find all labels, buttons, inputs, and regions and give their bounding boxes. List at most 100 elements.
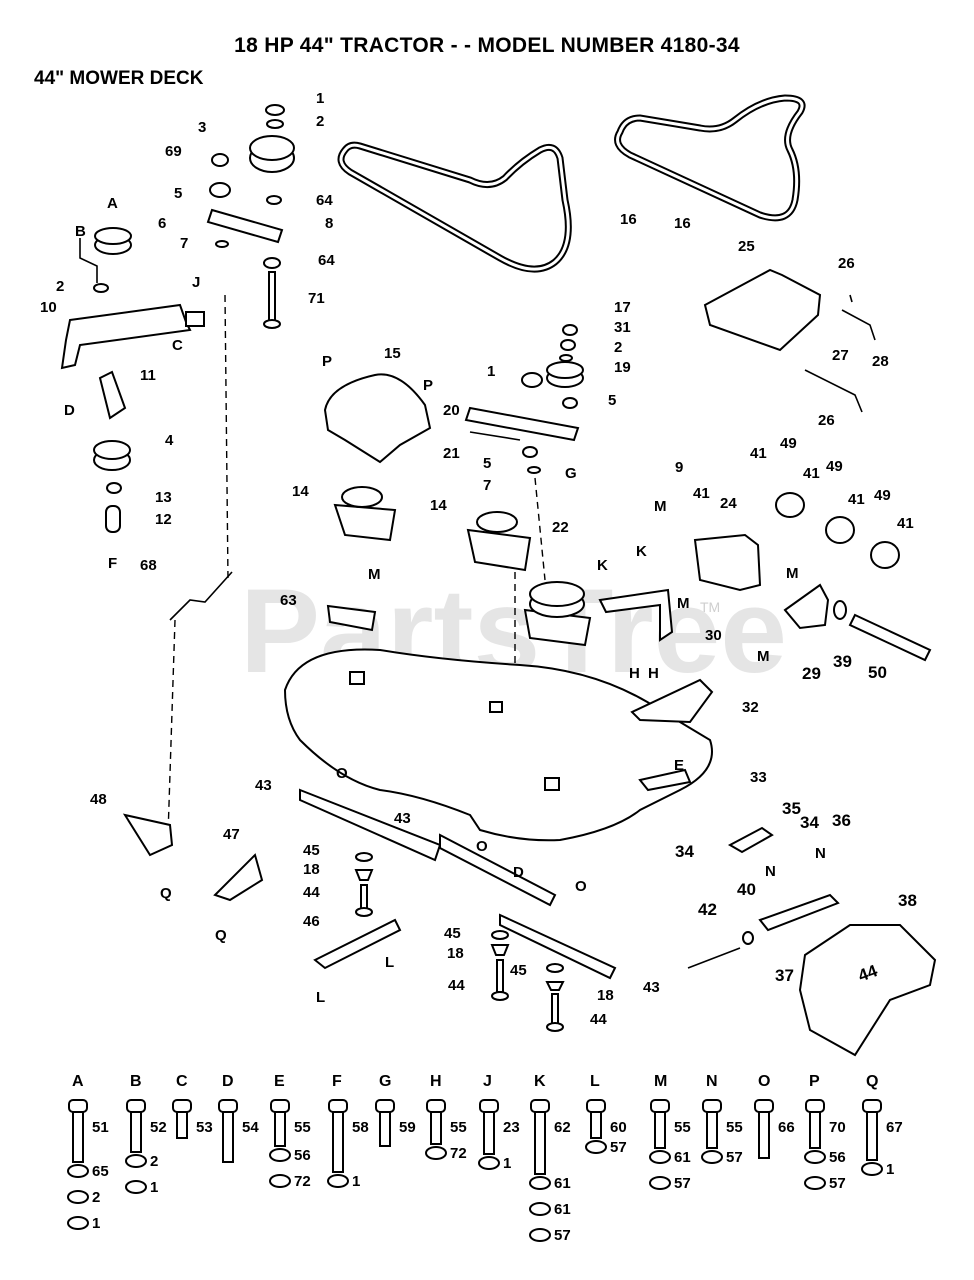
- bracket-47[interactable]: [213, 853, 264, 902]
- spacer-12[interactable]: [105, 505, 121, 533]
- spacer-64b[interactable]: [263, 257, 281, 269]
- callout-41b[interactable]: 41: [803, 465, 820, 482]
- spindle-stack-center[interactable]: [490, 930, 510, 1001]
- spacer-64[interactable]: [266, 195, 282, 205]
- callout-32[interactable]: 32: [742, 699, 759, 716]
- hardware-d[interactable]: D54: [222, 1073, 259, 1136]
- washer-7[interactable]: [215, 240, 229, 248]
- bracket-35[interactable]: [727, 826, 774, 854]
- pulley-14-right[interactable]: [466, 511, 532, 572]
- bracket-46[interactable]: [313, 918, 402, 970]
- callout-43a[interactable]: 43: [255, 777, 272, 794]
- callout-letter-m1[interactable]: M: [654, 498, 667, 515]
- part-69[interactable]: [211, 153, 229, 167]
- callout-letter-n1[interactable]: N: [815, 845, 826, 862]
- callout-37[interactable]: 37: [775, 966, 794, 985]
- callout-1[interactable]: 1: [316, 90, 324, 107]
- callout-5b[interactable]: 5: [608, 392, 616, 409]
- callout-letter-o2[interactable]: O: [476, 838, 488, 855]
- housing-24[interactable]: [693, 533, 762, 592]
- callout-68[interactable]: 68: [140, 557, 157, 574]
- bracket-30[interactable]: [598, 588, 674, 642]
- callout-letter-m4[interactable]: M: [786, 565, 799, 582]
- callout-letter-p2[interactable]: P: [423, 377, 433, 394]
- callout-63[interactable]: 63: [280, 592, 297, 609]
- callout-letter-l1[interactable]: L: [385, 954, 394, 971]
- shaft-50[interactable]: [848, 613, 932, 662]
- callout-16-right[interactable]: 16: [674, 215, 691, 232]
- hardware-part-number[interactable]: 57: [554, 1227, 571, 1244]
- washer-2b[interactable]: [93, 283, 109, 293]
- bracket-10[interactable]: [60, 303, 205, 370]
- hardware-part-number[interactable]: 66: [778, 1119, 795, 1136]
- callout-letter-g[interactable]: G: [565, 465, 577, 482]
- callout-letter-n2[interactable]: N: [765, 863, 776, 880]
- hardware-part-number[interactable]: 2: [92, 1189, 100, 1206]
- callout-letter-h2[interactable]: H: [648, 665, 659, 682]
- callout-48[interactable]: 48: [90, 791, 107, 808]
- callout-21[interactable]: 21: [443, 445, 460, 462]
- callout-26b[interactable]: 26: [818, 412, 835, 429]
- callout-letter-q2[interactable]: Q: [215, 927, 227, 944]
- callout-46[interactable]: 46: [303, 913, 320, 930]
- callout-5c[interactable]: 5: [483, 455, 491, 472]
- hardware-part-number[interactable]: 1: [886, 1161, 894, 1178]
- hardware-part-number[interactable]: 56: [829, 1149, 846, 1166]
- hardware-part-number[interactable]: 54: [242, 1119, 259, 1136]
- callout-letter-q1[interactable]: Q: [160, 885, 172, 902]
- hardware-c[interactable]: C53: [176, 1073, 213, 1136]
- hardware-part-number[interactable]: 58: [352, 1119, 369, 1136]
- callout-27[interactable]: 27: [832, 347, 849, 364]
- bearing-5[interactable]: [209, 182, 231, 198]
- callout-letter-m5[interactable]: M: [757, 648, 770, 665]
- hardware-part-number[interactable]: 61: [554, 1175, 571, 1192]
- callout-letter-o1[interactable]: O: [336, 765, 348, 782]
- callout-13[interactable]: 13: [155, 489, 172, 506]
- callout-45c[interactable]: 45: [510, 962, 527, 979]
- hardware-part-number[interactable]: 67: [886, 1119, 903, 1136]
- callout-letter-h1[interactable]: H: [629, 665, 640, 682]
- callout-letter-m2[interactable]: M: [677, 595, 690, 612]
- hardware-part-number[interactable]: 55: [294, 1119, 311, 1136]
- callout-45b[interactable]: 45: [444, 925, 461, 942]
- hardware-part-number[interactable]: 57: [674, 1175, 691, 1192]
- callout-49a[interactable]: 49: [780, 435, 797, 452]
- washer-31[interactable]: [560, 339, 576, 351]
- callout-letter-j[interactable]: J: [192, 274, 200, 291]
- callout-40[interactable]: 40: [737, 880, 756, 899]
- bracket-25[interactable]: [703, 268, 822, 352]
- hardware-part-number[interactable]: 1: [150, 1179, 158, 1196]
- callout-49c[interactable]: 49: [874, 487, 891, 504]
- bearing-5b[interactable]: [562, 397, 578, 409]
- callout-64b[interactable]: 64: [318, 252, 335, 269]
- hardware-part-number[interactable]: 55: [450, 1119, 467, 1136]
- bracket-63[interactable]: [326, 604, 377, 632]
- callout-42[interactable]: 42: [698, 900, 717, 919]
- callout-7b[interactable]: 7: [483, 477, 491, 494]
- callout-29[interactable]: 29: [802, 664, 821, 683]
- callout-43b[interactable]: 43: [394, 810, 411, 827]
- hardware-part-number[interactable]: 70: [829, 1119, 846, 1136]
- callout-letter-l2[interactable]: L: [316, 989, 325, 1006]
- callout-2c[interactable]: 2: [614, 339, 622, 356]
- callout-33[interactable]: 33: [750, 769, 767, 786]
- callout-47[interactable]: 47: [223, 826, 240, 843]
- callout-18c[interactable]: 18: [597, 987, 614, 1004]
- callout-24[interactable]: 24: [720, 495, 737, 512]
- pulley-3[interactable]: [249, 135, 295, 173]
- callout-17[interactable]: 17: [614, 299, 631, 316]
- idler-arm-20[interactable]: [464, 406, 580, 442]
- hardware-part-number[interactable]: 1: [352, 1173, 360, 1190]
- callout-36[interactable]: 36: [832, 811, 851, 830]
- callout-49b[interactable]: 49: [826, 458, 843, 475]
